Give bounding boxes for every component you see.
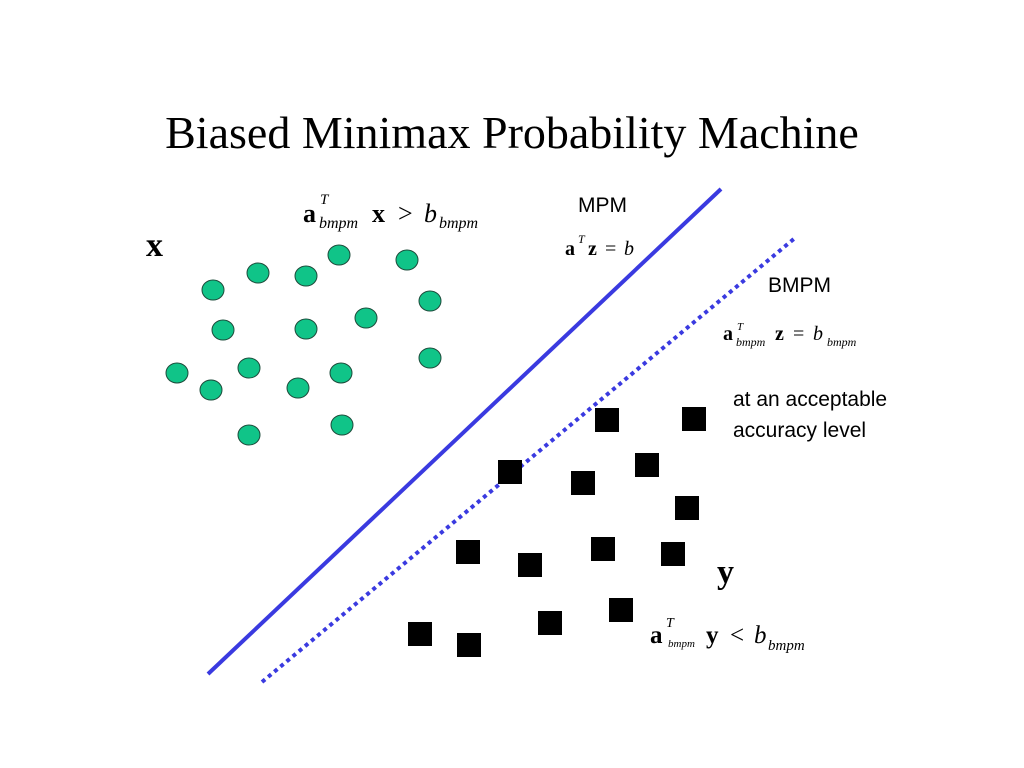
svg-text:bmpm: bmpm (736, 335, 766, 349)
y-point (591, 537, 615, 561)
svg-text:T: T (737, 321, 744, 333)
class-x-label: x (146, 227, 163, 264)
x-point (418, 347, 442, 369)
x-point (237, 357, 261, 379)
svg-text:z: z (775, 323, 784, 345)
x-point (294, 265, 318, 287)
svg-text:x: x (372, 199, 385, 228)
x-point (395, 249, 419, 271)
mpm-label: MPM (578, 194, 627, 217)
svg-text:bmpm: bmpm (668, 638, 695, 650)
y-point (595, 408, 619, 432)
y-point (498, 460, 522, 484)
class-y-label: y (717, 554, 734, 591)
svg-text:bmpm: bmpm (827, 335, 857, 349)
svg-text:b: b (813, 323, 823, 345)
accuracy-note-line1: at an acceptable (733, 388, 887, 411)
y-point (571, 471, 595, 495)
y-point (408, 622, 432, 646)
svg-text:b: b (424, 199, 437, 228)
y-point (538, 611, 562, 635)
svg-text:T: T (320, 192, 330, 208)
y-point (518, 553, 542, 577)
svg-text:z: z (588, 238, 597, 260)
svg-text:bmpm: bmpm (319, 215, 358, 232)
svg-text:=: = (793, 323, 804, 345)
svg-text:<: < (730, 622, 744, 649)
svg-text:bmpm: bmpm (768, 638, 805, 654)
x-point (418, 290, 442, 312)
y-point (609, 598, 633, 622)
x-point (294, 318, 318, 340)
y-point (456, 540, 480, 564)
svg-text:a: a (723, 323, 733, 345)
bmpm-boundary-line (260, 236, 797, 684)
x-side-inequality: a T bmpm x > b bmpm (303, 192, 478, 232)
mpm-equation: a T z = b (565, 232, 634, 260)
svg-text:b: b (624, 238, 634, 260)
svg-text:a: a (565, 238, 575, 260)
x-point (327, 244, 351, 266)
svg-text:>: > (398, 199, 413, 228)
x-point (201, 279, 225, 301)
x-point (199, 379, 223, 401)
svg-text:b: b (754, 622, 767, 649)
y-point (635, 453, 659, 477)
x-point (246, 262, 270, 284)
y-point (675, 496, 699, 520)
x-point (286, 377, 310, 399)
x-point (165, 362, 189, 384)
svg-text:a: a (650, 622, 663, 649)
y-point (457, 633, 481, 657)
svg-text:=: = (605, 238, 616, 260)
svg-text:a: a (303, 199, 316, 228)
accuracy-note-line2: accuracy level (733, 419, 866, 442)
x-point (330, 414, 354, 436)
x-point (237, 424, 261, 446)
x-point (329, 362, 353, 384)
x-point (354, 307, 378, 329)
y-point (661, 542, 685, 566)
svg-text:y: y (706, 622, 719, 649)
class-y-points (408, 407, 706, 657)
svg-text:T: T (666, 616, 675, 631)
bmpm-label: BMPM (768, 274, 831, 297)
bmpm-equation: a T bmpm z = b bmpm (723, 321, 857, 349)
slide-title: Biased Minimax Probability Machine (165, 107, 859, 158)
mpm-boundary-line (206, 187, 723, 676)
svg-text:T: T (578, 232, 586, 246)
x-point (211, 319, 235, 341)
class-x-points (165, 244, 442, 446)
svg-text:bmpm: bmpm (439, 215, 478, 232)
y-side-inequality: a T bmpm y < b bmpm (650, 616, 805, 654)
y-point (682, 407, 706, 431)
